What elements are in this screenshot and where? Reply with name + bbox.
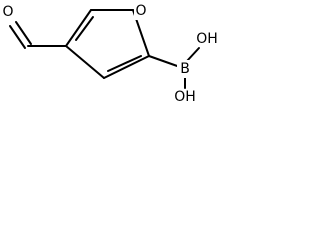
aldehyde-oxygen-label: O (2, 4, 13, 20)
aldehyde-oxygen-mask (0, 3, 16, 21)
ring-bond-c5-c4 (103, 55, 150, 79)
boron-mask (177, 60, 193, 78)
ring-bond-c4-c3 (65, 45, 105, 79)
ring-oxygen-mask (134, 2, 149, 20)
ring-inner-double-bond-a (75, 16, 94, 41)
ring-bond-c3-c2 (65, 9, 92, 47)
boron-label: B (180, 61, 190, 77)
ring-oxygen-label: O (135, 3, 146, 19)
hydroxyl-bottom-label: OH (174, 89, 196, 105)
hydroxyl-top-label: OH (196, 31, 218, 47)
ring-inner-double-bond-b (107, 55, 142, 72)
carbon-boron-bond (148, 55, 181, 68)
chemical-structure-diagram: O O B OH OH (0, 2, 218, 105)
aldehyde-double-bond-a (15, 21, 32, 45)
boron-oh-top-bond (186, 47, 200, 62)
aldehyde-double-bond-b (9, 25, 26, 49)
